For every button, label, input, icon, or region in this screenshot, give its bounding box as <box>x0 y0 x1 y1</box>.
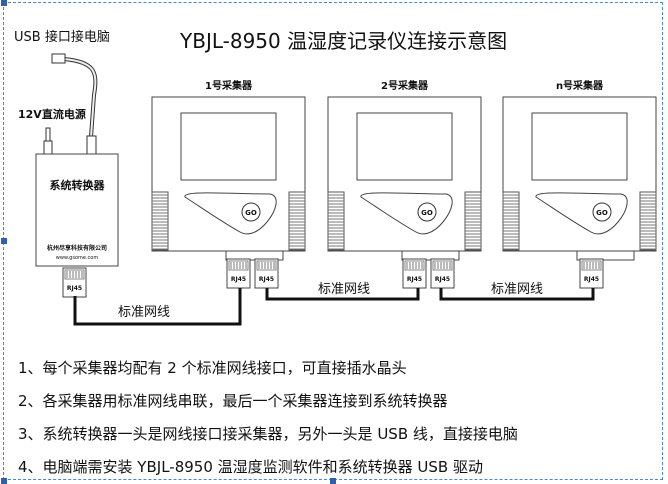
display-screen <box>356 112 453 181</box>
data-collector: 1号采集器 GO RJ45 RJ45 <box>151 79 306 289</box>
go-button: GO <box>241 202 261 222</box>
note-item: 4、电脑端需安装 YBJL-8950 温湿度监测软件和系统转换器 USB 驱动 <box>18 458 483 476</box>
rj45-label: RJ45 <box>407 276 422 283</box>
data-collector: n号采集器 GO RJ45 <box>502 79 657 289</box>
converter-name: 系统转换器 <box>50 178 106 192</box>
resize-handle[interactable] <box>1 238 7 244</box>
rj45-port: RJ45 <box>430 258 455 289</box>
note-item: 2、各采集器用标准网线串联，最后一个采集器连接到系统转换器 <box>18 392 448 410</box>
go-button: GO <box>592 202 612 222</box>
diagram-title: YBJL-8950 温湿度记录仪连接示意图 <box>179 29 507 53</box>
note-item: 1、每个采集器均配有 2 个标准网线接口，可直接插水晶头 <box>18 359 407 377</box>
notes-list: 1、每个采集器均配有 2 个标准网线接口，可直接插水晶头 2、各采集器用标准网线… <box>18 352 518 484</box>
rj45-label: RJ45 <box>67 285 82 292</box>
collector-label: 1号采集器 <box>205 79 253 92</box>
rj45-port: RJ45 <box>402 258 427 289</box>
resize-handle[interactable] <box>1 0 7 6</box>
vent-grille <box>639 191 657 251</box>
note-item: 3、系统转换器一头是网线接口接采集器，另外一头是 USB 线，直接接电脑 <box>18 425 518 443</box>
rj45-port: RJ45 <box>579 258 604 289</box>
rj45-label: RJ45 <box>584 276 599 283</box>
power-label: 12V直流电源 <box>18 107 86 121</box>
collector-label: 2号采集器 <box>381 79 429 92</box>
rj45-port: RJ45 <box>62 267 87 298</box>
vent-grille <box>288 191 306 251</box>
converter-company: 杭州尽享科技有限公司 <box>47 244 107 252</box>
vent-grille <box>151 191 169 251</box>
network-cable <box>439 288 595 301</box>
power-plug <box>43 127 53 155</box>
collector-label: n号采集器 <box>556 79 604 92</box>
usb-label: USB 接口接电脑 <box>14 29 110 45</box>
vent-grille <box>327 191 345 251</box>
cable-label: 标准网线 <box>318 282 370 297</box>
rj45-label: RJ45 <box>259 276 274 283</box>
system-converter: 系统转换器 杭州尽享科技有限公司 www.gsome.com <box>35 153 119 267</box>
network-cable <box>265 288 420 301</box>
usb-cable <box>51 53 98 155</box>
cable-label: 标准网线 <box>491 282 543 297</box>
cable-label: 标准网线 <box>118 305 170 320</box>
rj45-label: RJ45 <box>435 276 450 283</box>
converter-website: www.gsome.com <box>56 255 99 261</box>
rj45-label: RJ45 <box>231 276 246 283</box>
go-label: GO <box>245 209 257 217</box>
rj45-port: RJ45 <box>254 258 279 289</box>
vent-grille <box>464 191 482 251</box>
go-label: GO <box>421 209 433 217</box>
display-screen <box>180 112 277 181</box>
display-screen <box>531 112 628 181</box>
data-collector: 2号采集器 GO RJ45 RJ45 <box>327 79 482 289</box>
vent-grille <box>502 191 520 251</box>
network-cable <box>73 288 242 326</box>
port-housing <box>576 250 635 261</box>
go-button: GO <box>417 202 437 222</box>
go-label: GO <box>596 209 608 217</box>
resize-handle[interactable] <box>1 478 7 484</box>
resize-handle[interactable] <box>330 478 336 484</box>
rj45-port: RJ45 <box>226 258 251 289</box>
